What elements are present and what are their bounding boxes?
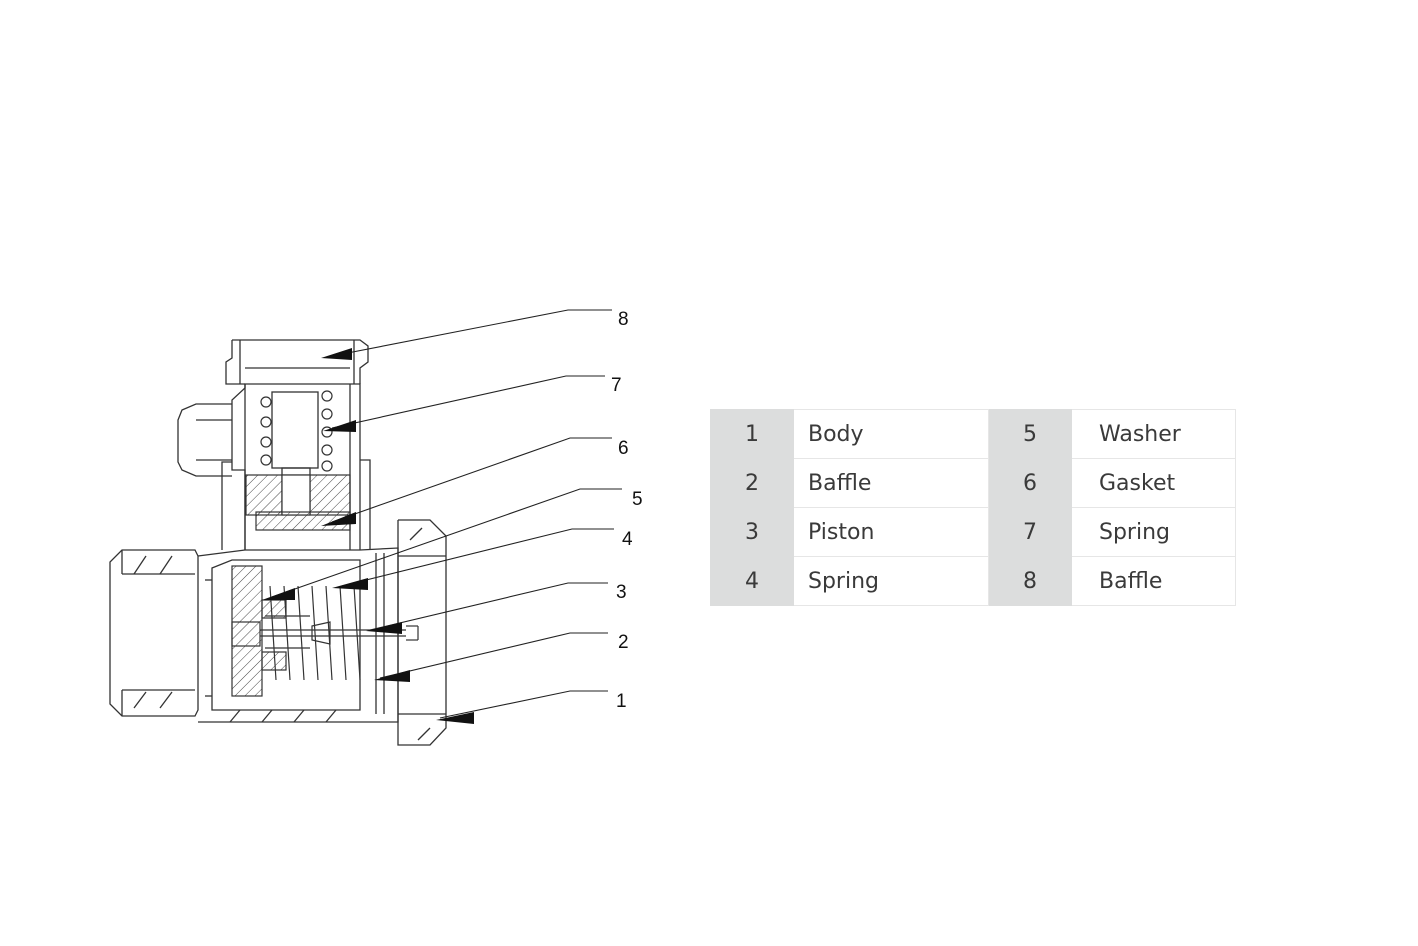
valve-body (109, 339, 447, 746)
leader-lines (271, 309, 622, 719)
part-number: 4 (710, 556, 794, 606)
table-row: 3 Piston 7 Spring (710, 507, 1236, 557)
valve-cross-section-diagram: 8 7 6 5 4 3 2 1 (109, 309, 643, 746)
part-name: Spring (793, 556, 989, 606)
part-number: 6 (988, 458, 1072, 508)
leader-arrowheads (262, 348, 474, 724)
callout-1: 1 (616, 691, 627, 712)
part-name: Body (793, 409, 989, 459)
callout-6: 6 (618, 438, 629, 459)
part-number: 7 (988, 507, 1072, 557)
table-row: 2 Baffle 6 Gasket (710, 458, 1236, 508)
parts-legend-table: 1 Body 5 Washer 2 Baffle 6 Gasket 3 Pist… (710, 409, 1236, 606)
callout-numbers: 8 7 6 5 4 3 2 1 (611, 309, 643, 712)
part-name: Baffle (1071, 556, 1236, 606)
part-name: Washer (1071, 409, 1236, 459)
part-name: Baffle (793, 458, 989, 508)
hatched-parts (231, 474, 351, 697)
callout-2: 2 (618, 632, 629, 653)
callout-3: 3 (616, 582, 627, 603)
callout-4: 4 (622, 529, 633, 550)
part-number: 2 (710, 458, 794, 508)
part-name: Gasket (1071, 458, 1236, 508)
upper-spring-coils (260, 390, 333, 472)
part-number: 5 (988, 409, 1072, 459)
callout-7: 7 (611, 375, 622, 396)
table-row: 4 Spring 8 Baffle (710, 556, 1236, 606)
callout-5: 5 (632, 489, 643, 510)
part-number: 8 (988, 556, 1072, 606)
table-row: 1 Body 5 Washer (710, 409, 1236, 459)
part-number: 1 (710, 409, 794, 459)
part-name: Spring (1071, 507, 1236, 557)
part-name: Piston (793, 507, 989, 557)
part-number: 3 (710, 507, 794, 557)
callout-8: 8 (618, 309, 629, 330)
